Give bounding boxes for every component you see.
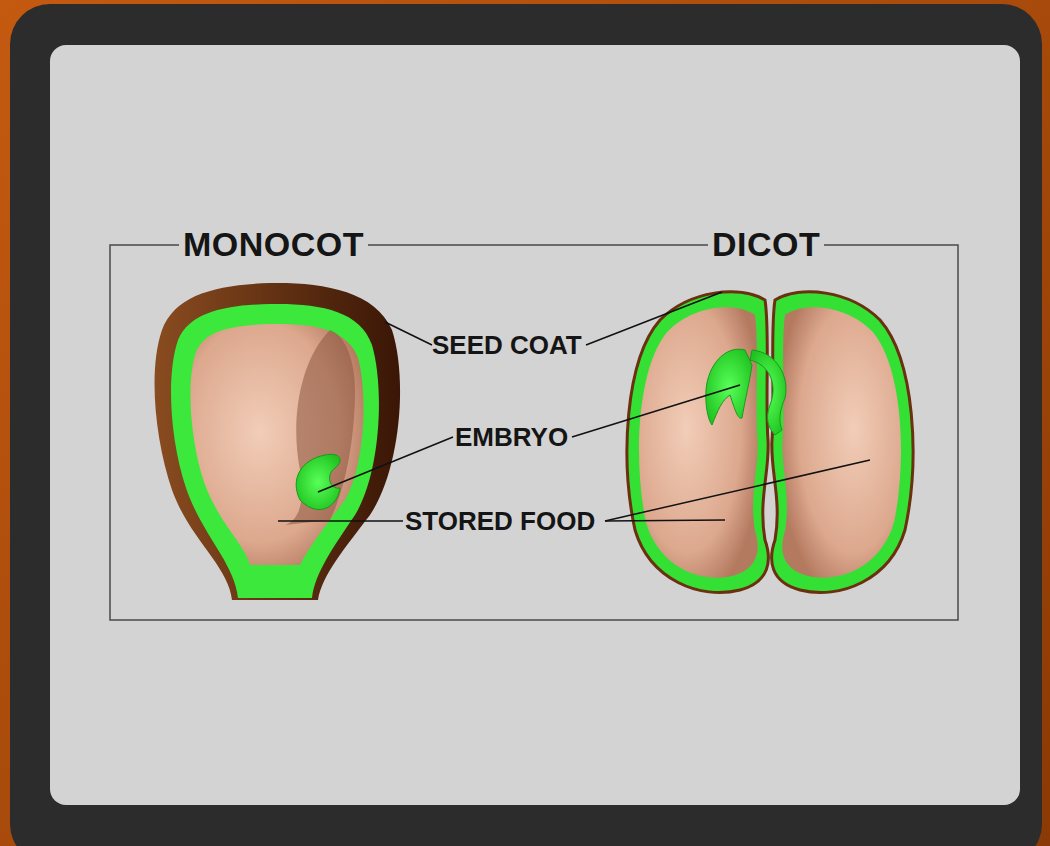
leader-line [385, 322, 432, 345]
leader-lines [278, 292, 870, 521]
stored-food [639, 307, 758, 578]
cotyledon-right [772, 292, 913, 593]
embryo-radicle [750, 350, 786, 435]
seed-coat [627, 292, 768, 593]
inner-shading [285, 330, 355, 525]
leader-line [605, 460, 870, 521]
screen-frame [10, 4, 1042, 846]
seed-coat [772, 292, 913, 593]
part-label: SEED COAT [432, 331, 582, 360]
stored-food [782, 307, 901, 578]
frame-box [110, 245, 958, 620]
embryo [296, 454, 340, 509]
leader-line [586, 292, 722, 345]
leader-line [318, 437, 453, 492]
dicot-seed [627, 292, 913, 593]
leader-line [605, 520, 725, 521]
stored-food [190, 324, 363, 565]
embryo-plumule [706, 349, 752, 425]
part-label: EMBRYO [455, 423, 568, 452]
leader-line [278, 520, 403, 522]
cotyledon-left [627, 292, 768, 593]
heading-label: MONOCOT [179, 226, 368, 263]
part-label: STORED FOOD [405, 507, 595, 536]
heading-label: DICOT [708, 226, 824, 263]
leader-line [572, 385, 740, 437]
seed-layer [171, 304, 379, 598]
panel [50, 45, 1020, 805]
monocot-seed [155, 283, 401, 600]
seed-coat [155, 283, 401, 600]
